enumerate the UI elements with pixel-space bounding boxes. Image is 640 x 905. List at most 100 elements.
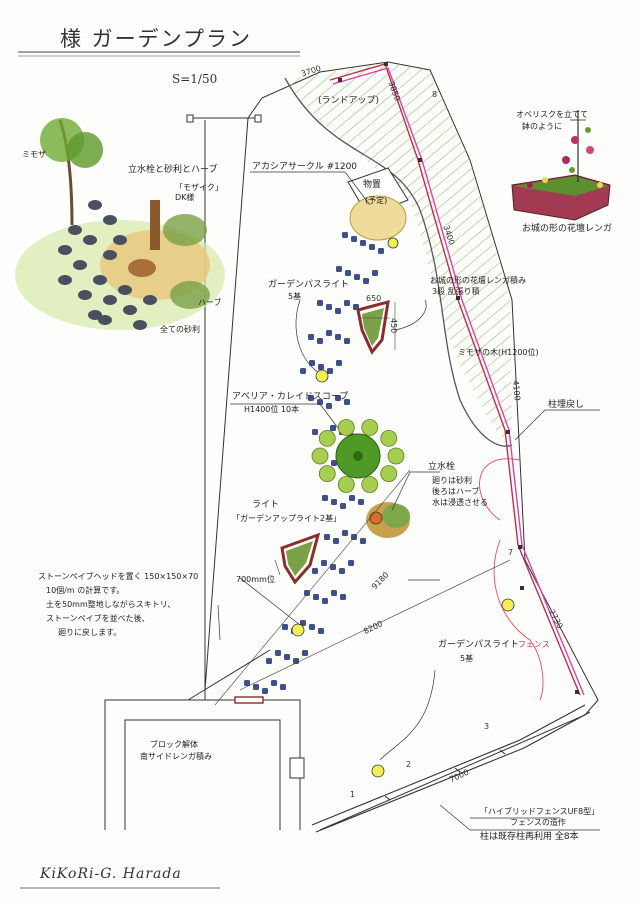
abelia-shrub <box>380 465 398 483</box>
light-sub-label: 「ガーデンアップライト2基」 <box>232 514 342 523</box>
abelia-shrub <box>361 476 379 493</box>
stone-paver <box>326 330 332 336</box>
faucet-top-label: 立水栓と砂利とハーブ <box>128 165 218 175</box>
castle-bed-upper <box>356 299 390 355</box>
abelia-shrub <box>337 419 355 436</box>
title-underline <box>18 51 300 57</box>
stone-paver <box>333 538 339 544</box>
post-number-3: 3 <box>484 722 490 731</box>
stone-paver <box>309 360 315 366</box>
fence-note-2: フェンスの造作 <box>510 818 566 827</box>
stone-paver <box>262 688 268 694</box>
gravel-stone <box>73 260 87 270</box>
path-light-label: ガーデンパスライト <box>268 280 350 290</box>
page-title: 様 ガーデンプラン <box>60 27 253 51</box>
obelisk-label-2: 鉢のように <box>522 122 562 131</box>
lawn-label: (ランドアップ) <box>318 96 380 106</box>
shed-sub-label: (予定) <box>365 196 388 205</box>
post-number-7: 7 <box>508 548 514 557</box>
post-number-1: 1 <box>350 790 356 799</box>
faucet-vignette <box>15 118 225 330</box>
stone-note-4: ストーンペイブを並べた後、 <box>46 614 150 623</box>
stone-paver <box>344 338 350 344</box>
abelia-label-2: H1400位 10本 <box>244 405 300 414</box>
stone-paver <box>318 628 324 634</box>
path-lights <box>291 369 515 778</box>
stone-note-2: 10個/m の計算です。 <box>46 586 125 595</box>
scale-label: S=1/50 <box>172 72 218 86</box>
gate-posts <box>186 114 262 123</box>
faucet-note-2: 後ろはハーブ <box>432 487 480 496</box>
gravel-stone <box>83 235 97 245</box>
faucet-note-1: 廻りは砂利 <box>432 476 472 485</box>
stone-note-5: 廻りに戻します。 <box>58 628 122 637</box>
stone-paver <box>253 684 259 690</box>
stone-paver <box>317 338 323 344</box>
leader-lines <box>217 171 600 831</box>
stone-paver <box>344 399 350 405</box>
stone-paver <box>244 680 250 686</box>
stone-paver <box>336 266 342 272</box>
fence-note-1: 「ハイブリッドフェンスUF8型」 <box>480 807 600 816</box>
stone-paver <box>378 248 384 254</box>
fence-bottom <box>311 704 591 833</box>
mimosa-label: ミモザの木(H1200位) <box>458 348 539 357</box>
path-light-2-label: ガーデンパスライト <box>438 640 520 650</box>
flowerbed-label: お城の形の花壇レンガ <box>522 224 613 234</box>
abelia-shrub <box>380 429 398 447</box>
faucet-note-3: 水は浸透させる <box>432 498 488 507</box>
abelia-shrub <box>337 476 355 493</box>
dim-8: 8 <box>432 90 438 99</box>
stone-paver <box>360 538 366 544</box>
stone-paver <box>302 650 308 656</box>
bed-size-label: 700mm位 <box>236 575 275 584</box>
stone-paver <box>369 244 375 250</box>
castle-bed-label-2: 3段 乱張り積 <box>432 287 480 296</box>
gravel-stone <box>58 275 72 285</box>
stone-paver <box>275 650 281 656</box>
dim-650: 650 <box>366 294 382 303</box>
gravel-stone <box>103 215 117 225</box>
gravel-stone <box>93 275 107 285</box>
gravel-stone <box>88 310 102 320</box>
stone-paver <box>282 624 288 630</box>
stone-paver <box>342 530 348 536</box>
stone-paver <box>284 654 290 660</box>
faucet-label: 立水栓 <box>428 462 456 472</box>
gravel-stone <box>143 295 157 305</box>
stone-paver <box>312 568 318 574</box>
stone-paver <box>322 598 328 604</box>
stone-paver <box>266 658 272 664</box>
flowerbed-vignette <box>511 110 611 221</box>
gravel-stone <box>78 290 92 300</box>
stone-paver <box>280 684 286 690</box>
stone-paver <box>354 274 360 280</box>
stone-paver <box>317 399 323 405</box>
stone-paver <box>340 594 346 600</box>
acacia-circle <box>349 195 407 249</box>
stone-paver <box>345 270 351 276</box>
stone-paver <box>335 308 341 314</box>
vignette-gravel <box>58 200 157 330</box>
herb-label: ハーブ <box>198 298 222 307</box>
abelia-shrub <box>387 447 405 465</box>
stone-paver <box>353 304 359 310</box>
stone-paver <box>271 680 277 686</box>
stone-paver <box>330 425 336 431</box>
lawn-border <box>284 77 513 447</box>
stone-paver <box>304 590 310 596</box>
cedar-label: ミモザ <box>22 150 46 159</box>
gravel-stone <box>88 200 102 210</box>
abelia-shrub <box>311 447 329 465</box>
dim-4100: 4100 <box>511 380 522 402</box>
designer-signature: KiKoRi-G. Harada <box>40 866 182 882</box>
stone-paver <box>348 560 354 566</box>
stone-paver <box>318 364 324 370</box>
gravel-stone <box>118 285 132 295</box>
block-sub-label: 南サイドレンガ積み <box>140 752 212 761</box>
stone-paver <box>335 334 341 340</box>
stone-paver <box>342 232 348 238</box>
acacia-label: アカシアサークル #1200 <box>252 162 358 172</box>
faucet-herb-patch <box>366 502 410 538</box>
